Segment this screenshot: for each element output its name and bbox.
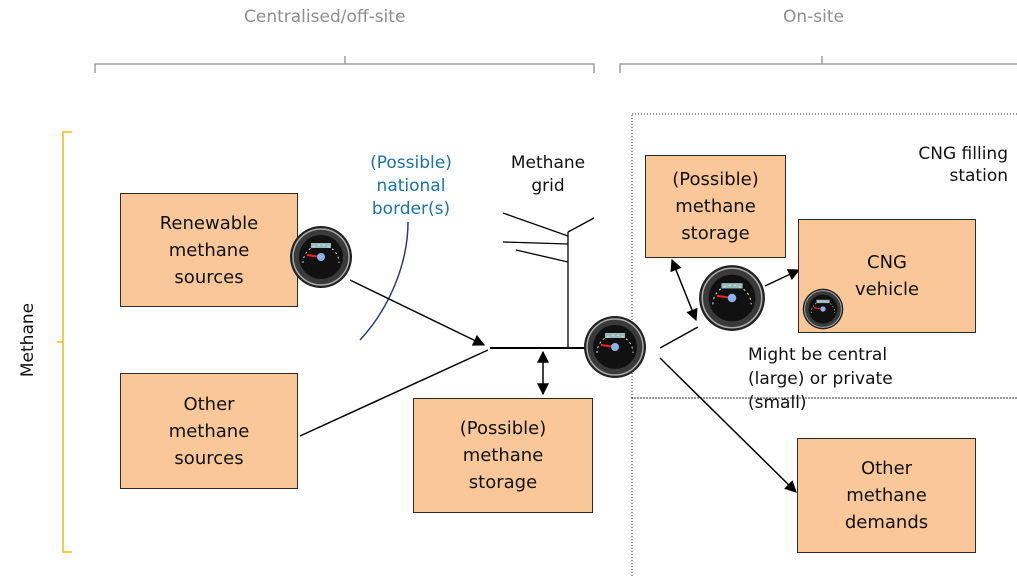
other-sources-label: Other methane sources [168,393,250,469]
cng-station-region [631,113,1017,399]
to-station-line [659,326,699,349]
national-border-label: (Possible) national border(s) [370,153,452,219]
station-storage-arrow [670,258,698,322]
centralised-bracket [94,56,595,73]
demands-region [631,397,1017,576]
methane-grid-label: Methane grid [510,153,586,196]
to-demands-arrow [659,357,797,493]
methane-bracket [57,131,72,553]
meter-gauge-icon [699,265,765,331]
central-storage-box: (Possible) methane storage [413,398,593,513]
meter-gauge-icon [802,288,844,330]
onsite-bracket [619,56,1017,73]
meter-gauge-icon [584,316,646,378]
to-vehicle-arrow [764,269,801,287]
other-sources-box: Other methane sources [120,373,298,489]
cng-vehicle-label: CNG vehicle [854,252,920,300]
methane-grid-branches [502,212,595,348]
renewable-sources-label: Renewable methane sources [159,212,259,288]
central-private-label: Might be central (large) or private (sma… [748,345,893,413]
renewable-to-grid [349,279,486,346]
meter-gauge-icon [290,226,352,288]
methane-side-label: Methane [18,302,38,378]
station-storage-box: (Possible) methane storage [645,155,786,258]
other-demands-box: Other methane demands [797,438,976,553]
national-border-line [359,221,409,341]
cng-vehicle-box: CNG vehicle [798,219,976,333]
renewable-sources-box: Renewable methane sources [120,193,298,307]
centralised-header: Centralised/off-site [244,7,406,27]
other-demands-label: Other methane demands [844,458,929,533]
station-storage-label: (Possible) methane storage [672,169,759,244]
other-to-grid [299,349,489,437]
onsite-header: On-site [783,7,844,27]
central-storage-label: (Possible) methane storage [459,418,547,493]
cng-station-label: CNG filling station [918,144,1008,186]
